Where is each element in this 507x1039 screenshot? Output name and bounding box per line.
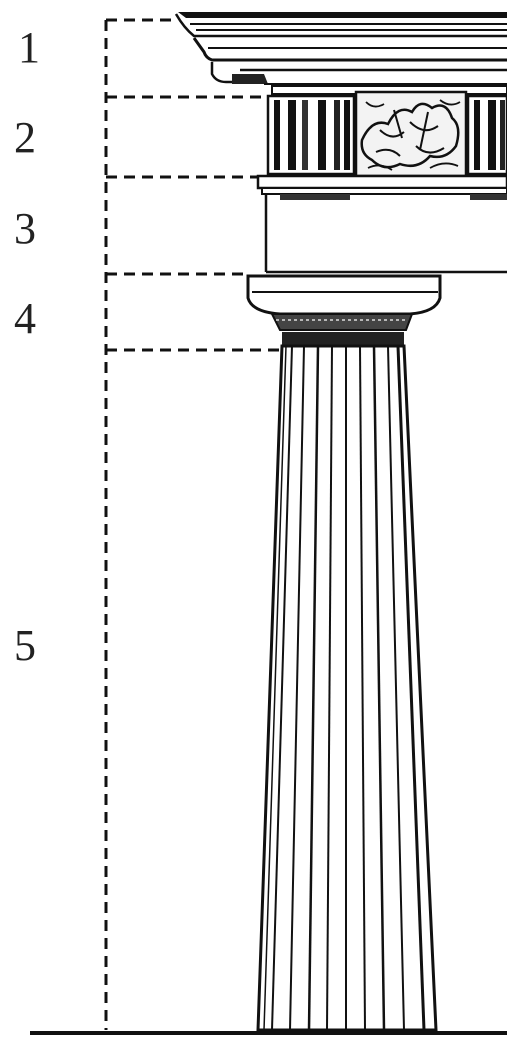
column-shaft (256, 344, 438, 1032)
metope-relief (354, 90, 468, 178)
capital (246, 274, 442, 346)
zone-label-1: 1 (18, 23, 40, 72)
architrave (256, 174, 507, 274)
triglyph-left (266, 94, 356, 176)
cornice (174, 12, 507, 85)
zone-label-4: 4 (14, 294, 36, 343)
zone-label-3: 3 (14, 204, 36, 253)
triglyph-right (466, 94, 507, 176)
zone-label-2: 2 (14, 113, 36, 162)
zone-label-5: 5 (14, 621, 36, 670)
frieze (266, 85, 507, 178)
